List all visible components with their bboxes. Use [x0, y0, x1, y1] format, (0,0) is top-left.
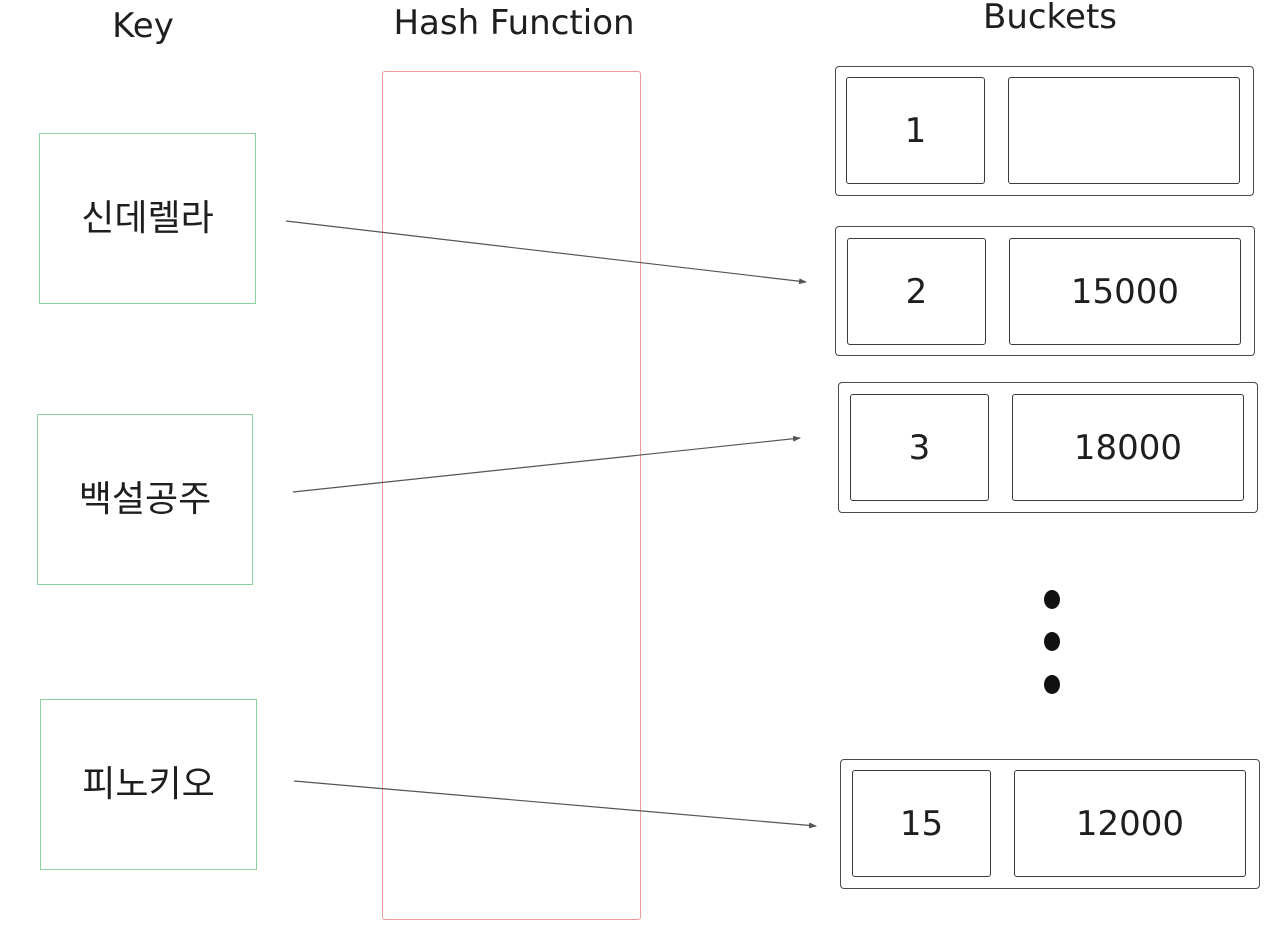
- bucket-index: 1: [904, 110, 927, 151]
- key-label: 백설공주: [78, 478, 212, 520]
- bucket-index: 15: [899, 803, 944, 844]
- hash-function-title: Hash Function: [393, 3, 635, 43]
- ellipsis-dot-icon: [1044, 675, 1060, 694]
- bucket-index-cell: 2: [847, 238, 986, 345]
- bucket-index-cell: 1: [846, 77, 985, 184]
- bucket-value: 12000: [1075, 803, 1185, 844]
- key-column-title: Key: [112, 6, 174, 46]
- bucket-index: 3: [908, 427, 931, 468]
- key-box-2[interactable]: 백설공주: [37, 414, 253, 585]
- bucket-row-3[interactable]: 3 18000: [838, 382, 1258, 513]
- bucket-value-cell: 12000: [1014, 770, 1246, 877]
- bucket-value-cell: 18000: [1012, 394, 1244, 501]
- bucket-index: 2: [905, 271, 928, 312]
- bucket-index-cell: 15: [852, 770, 991, 877]
- buckets-column-title: Buckets: [982, 0, 1118, 37]
- key-label: 신데렐라: [81, 197, 214, 239]
- ellipsis-dot-icon: [1044, 632, 1060, 651]
- hash-function-box[interactable]: [382, 71, 641, 920]
- bucket-value: 18000: [1073, 427, 1183, 468]
- bucket-value-cell: 15000: [1009, 238, 1241, 345]
- bucket-index-cell: 3: [850, 394, 989, 501]
- key-label: 피노키오: [82, 763, 215, 805]
- bucket-value: 15000: [1070, 271, 1180, 312]
- bucket-row-1[interactable]: 1: [835, 66, 1254, 196]
- bucket-row-2[interactable]: 2 15000: [835, 226, 1255, 356]
- bucket-row-15[interactable]: 15 12000: [840, 759, 1260, 889]
- key-box-3[interactable]: 피노키오: [40, 699, 257, 870]
- ellipsis-dot-icon: [1044, 590, 1060, 609]
- bucket-value-cell: [1008, 77, 1240, 184]
- key-box-1[interactable]: 신데렐라: [39, 133, 256, 304]
